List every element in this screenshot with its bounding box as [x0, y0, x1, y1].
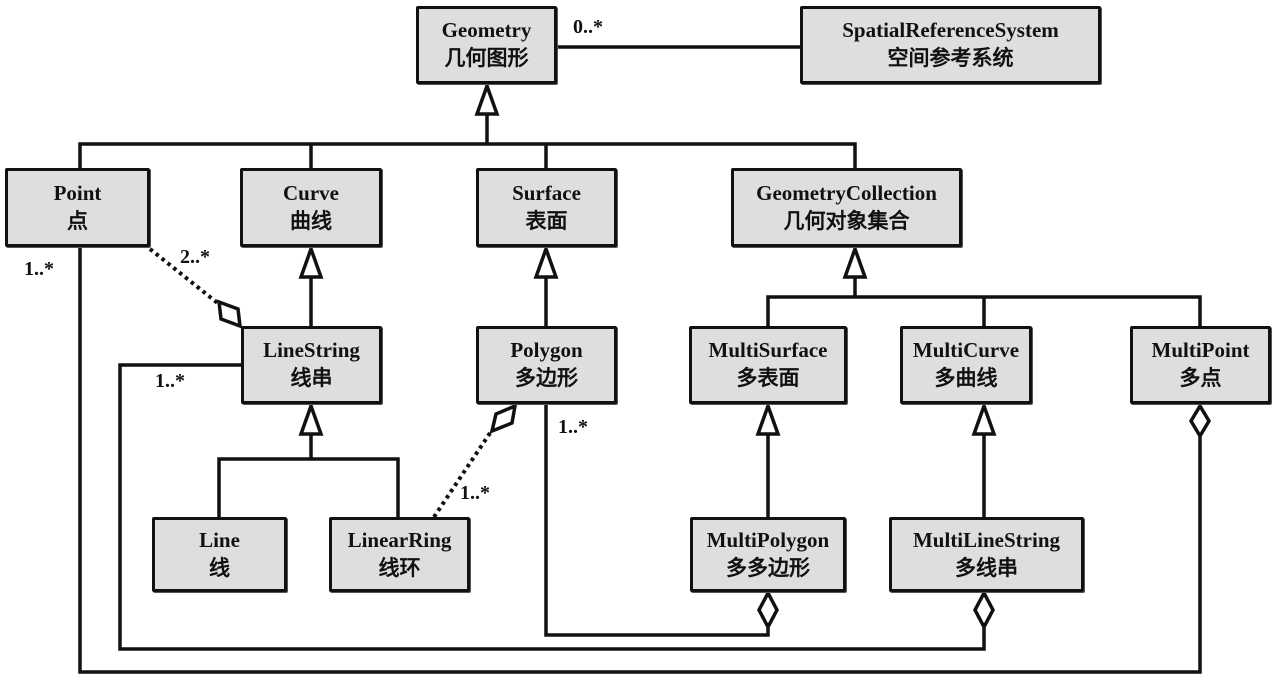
class-name-en: LinearRing — [347, 527, 452, 552]
class-linestring: LineString 线串 — [241, 326, 382, 404]
class-name-zh: 多表面 — [736, 366, 800, 390]
class-name-zh: 点 — [67, 208, 88, 233]
aggregation-diamond-linestring — [216, 299, 243, 329]
class-name-zh: 多曲线 — [934, 366, 998, 390]
class-multilinestring: MultiLineString 多线串 — [889, 517, 1084, 592]
aggregation-diamond-multilinestring — [973, 589, 995, 631]
generalization-arrow-curve — [298, 243, 324, 279]
multiplicity-linestring-multilinestring: 1..* — [155, 370, 185, 392]
class-name-en: Point — [53, 180, 102, 205]
generalization-arrow-geometry — [474, 80, 500, 116]
class-name-zh: 几何图形 — [444, 46, 529, 70]
class-curve: Curve 曲线 — [240, 168, 382, 247]
aggregation-diamond-multipolygon — [757, 589, 779, 631]
generalization-arrow-collection — [842, 243, 868, 279]
generalization-bus-linestring — [217, 457, 400, 517]
class-name-zh: 几何对象集合 — [783, 208, 910, 233]
aggregation-diamond-polygon — [489, 403, 518, 434]
class-geometry-collection: GeometryCollection 几何对象集合 — [731, 168, 962, 247]
class-name-en: SpatialReferenceSystem — [842, 18, 1059, 42]
multiplicity-point-linestring: 2..* — [180, 246, 210, 268]
multiplicity-point-multipoint: 1..* — [24, 258, 54, 280]
class-name-zh: 线串 — [290, 366, 333, 390]
generalization-arrow-multicurve — [971, 400, 997, 436]
class-spatial-reference-system: SpatialReferenceSystem 空间参考系统 — [800, 6, 1101, 84]
class-surface: Surface 表面 — [476, 168, 617, 247]
class-name-zh: 多线串 — [955, 555, 1018, 580]
class-name-en: Polygon — [510, 338, 583, 362]
class-name-en: Geometry — [441, 18, 532, 42]
class-line: Line 线 — [152, 517, 287, 592]
aggregation-linearring-polygon — [432, 428, 494, 519]
class-multicurve: MultiCurve 多曲线 — [900, 326, 1032, 404]
class-name-zh: 表面 — [525, 208, 568, 233]
aggregation-polygon-multipolygon — [544, 404, 770, 637]
aggregation-linestring-multilinestring — [118, 363, 986, 651]
class-name-zh: 多边形 — [515, 366, 578, 390]
class-name-zh: 多多边形 — [726, 555, 810, 580]
class-name-zh: 空间参考系统 — [887, 46, 1014, 70]
class-name-en: Surface — [512, 180, 581, 205]
generalization-arrow-linestring — [298, 400, 324, 436]
class-polygon: Polygon 多边形 — [476, 326, 617, 404]
aggregation-diamond-multipoint — [1188, 402, 1212, 440]
aggregation-point-multipoint — [78, 247, 1202, 674]
class-multipoint: MultiPoint 多点 — [1130, 326, 1271, 404]
class-name-zh: 线环 — [378, 555, 421, 580]
class-name-en: MultiPolygon — [706, 527, 830, 552]
class-name-en: LineString — [263, 338, 360, 362]
class-name-en: Curve — [283, 180, 339, 205]
class-multipolygon: MultiPolygon 多多边形 — [690, 517, 846, 592]
multiplicity-geometry-srs: 0..* — [573, 16, 603, 38]
multiplicity-linearring-polygon: 1..* — [460, 482, 490, 504]
class-name-en: MultiLineString — [912, 527, 1060, 552]
generalization-arrow-surface — [533, 243, 559, 279]
class-name-en: MultiSurface — [708, 338, 828, 362]
class-name-zh: 线 — [209, 555, 230, 580]
generalization-bus-geometry — [78, 142, 857, 168]
class-geometry: Geometry 几何图形 — [416, 6, 557, 84]
class-name-en: MultiCurve — [912, 338, 1020, 362]
class-name-zh: 多点 — [1179, 366, 1222, 390]
generalization-arrow-multisurface — [755, 400, 781, 436]
class-name-en: MultiPoint — [1151, 338, 1250, 362]
multiplicity-polygon-multipolygon: 1..* — [558, 416, 588, 438]
class-name-zh: 曲线 — [290, 208, 332, 233]
class-name-en: GeometryCollection — [756, 180, 937, 205]
class-name-en: Line — [199, 527, 240, 552]
class-point: Point 点 — [5, 168, 150, 247]
class-linearring: LinearRing 线环 — [329, 517, 470, 592]
class-multisurface: MultiSurface 多表面 — [689, 326, 847, 404]
